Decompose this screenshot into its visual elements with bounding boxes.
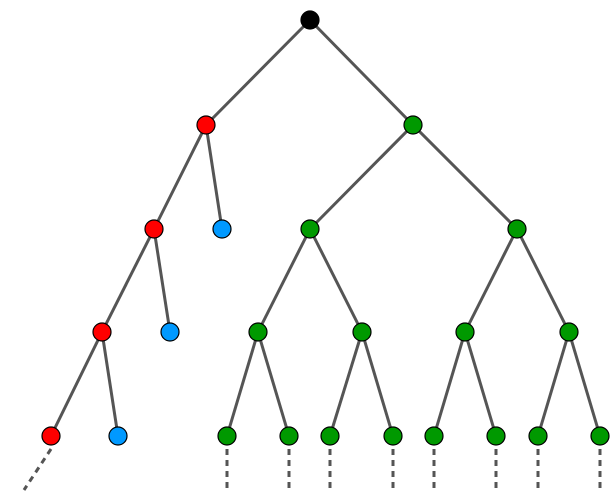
tree-node-red	[92, 322, 112, 342]
tree-edge	[225, 331, 260, 437]
tree-edge	[536, 331, 571, 437]
continuation-dashed-edge	[22, 448, 53, 491]
tree-edge	[308, 228, 364, 333]
tree-node-root	[300, 10, 320, 30]
tree-continuations	[22, 448, 602, 492]
tree-edge	[100, 331, 120, 437]
tree-edge	[515, 228, 571, 333]
tree-node-green	[320, 426, 340, 446]
tree-edge	[411, 123, 519, 231]
tree-node-red	[144, 219, 164, 239]
tree-node-green	[559, 322, 579, 342]
tree-edge	[152, 228, 172, 333]
tree-edge	[432, 331, 467, 437]
tree-node-green	[424, 426, 444, 446]
tree-edge	[256, 228, 312, 333]
tree-edge	[328, 331, 364, 437]
tree-edge	[152, 124, 208, 230]
tree-node-green	[383, 426, 403, 446]
tree-edge	[256, 331, 291, 437]
tree-node-red	[196, 115, 216, 135]
tree-node-green	[300, 219, 320, 239]
tree-edge	[567, 331, 602, 437]
tree-node-green	[279, 426, 299, 446]
tree-edge	[360, 331, 395, 437]
tree-edge	[463, 228, 519, 333]
tree-node-green	[528, 426, 548, 446]
tree-edge	[463, 331, 498, 437]
tree-edge	[308, 123, 415, 231]
tree-node-green	[352, 322, 372, 342]
tree-node-green	[217, 426, 237, 446]
tree-node-green	[590, 426, 610, 446]
tree-edge	[204, 18, 312, 127]
tree-node-blue	[108, 426, 128, 446]
tree-node-green	[507, 219, 527, 239]
tree-node-red	[41, 426, 61, 446]
tree-node-green	[455, 322, 475, 342]
tree-node-blue	[212, 219, 232, 239]
tree-node-green	[403, 115, 423, 135]
tree-node-blue	[160, 322, 180, 342]
tree-edges	[49, 18, 602, 437]
tree-node-green	[248, 322, 268, 342]
tree-nodes	[41, 10, 610, 446]
tree-edge	[49, 331, 104, 437]
tree-edge	[308, 18, 415, 127]
tree-edge	[204, 124, 224, 230]
tree-edge	[100, 228, 156, 333]
tree-node-green	[486, 426, 506, 446]
